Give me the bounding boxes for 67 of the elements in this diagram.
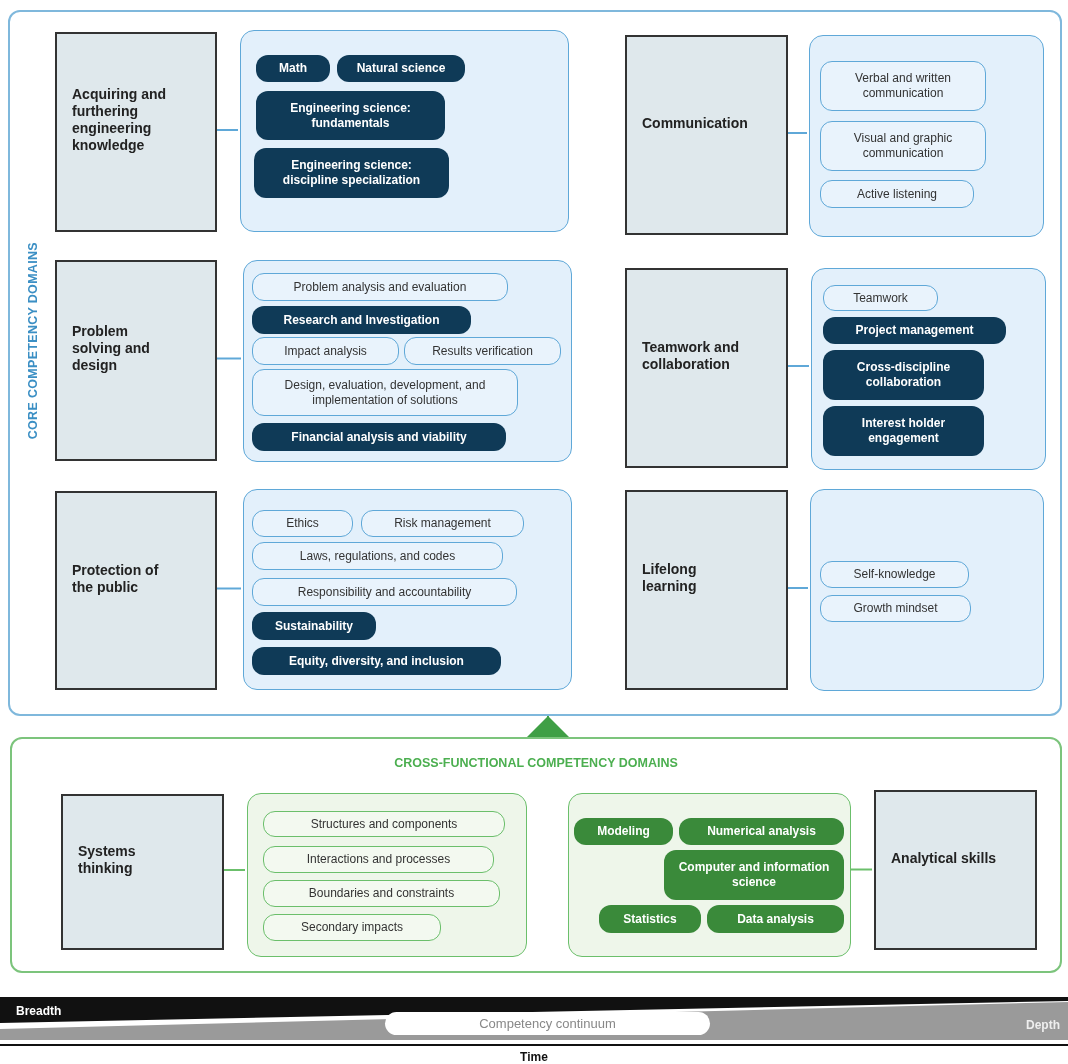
arrow [526,715,570,738]
competency-pill: Math [256,55,330,82]
competency-pill: Natural science [337,55,465,82]
domain-box [55,32,217,232]
domain-name: Communication [642,114,748,132]
competency-pill: Engineering science: discipline specialization [254,148,449,198]
skills-panel [247,793,527,957]
domain-box [625,35,788,235]
competency-pill: Modeling [574,818,673,845]
domain-box [61,794,224,950]
competency-pill: Self-knowledge [820,561,969,588]
competency-pill: Active listening [820,180,974,208]
competency-pill: Statistics [599,905,701,933]
domain-group-frame [8,10,1062,716]
axis-label: Time [520,1049,548,1064]
competency-pill: Boundaries and constraints [263,880,500,907]
competency-pill: Interest holder engagement [823,406,984,456]
competency-pill: Verbal and written communication [820,61,986,111]
domain-box [625,268,788,468]
competency-pill: Responsibility and accountability [252,578,517,606]
skills-panel [811,268,1046,470]
competency-pill: Ethics [252,510,353,537]
competency-pill: Structures and components [263,811,505,837]
domain-box [625,490,788,690]
domain-group-frame [10,737,1062,973]
competency-pill: Cross-discipline collaboration [823,350,984,400]
competency-pill: Growth mindset [820,595,971,622]
skills-panel [568,793,851,957]
skills-panel [243,489,572,690]
domain-name: Acquiring and furthering engineering knowledge [72,86,168,154]
competency-pill: Equity, diversity, and inclusion [252,647,501,675]
competency-pill: Data analysis [707,905,844,933]
scale-end-label: Breadth [16,1003,62,1020]
domain-box [55,260,217,461]
group-title: CORE COMPETENCY DOMAINS [25,242,41,440]
competency-pill: Engineering science: fundamentals [256,91,445,140]
domain-name: Protection of the public [72,561,160,596]
skills-panel [240,30,569,232]
competency-pill: Laws, regulations, and codes [252,542,503,570]
competency-pill: Teamwork [823,285,938,311]
competency-pill: Numerical analysis [679,818,844,845]
domain-box [55,491,217,690]
competency-pill: Project management [823,317,1006,344]
competency-pill: Impact analysis [252,337,399,365]
group-title: CROSS-FUNCTIONAL COMPETENCY DOMAINS [393,755,679,772]
competency-pill: Sustainability [252,612,376,640]
scale-end-label: Depth [1026,1017,1060,1034]
domain-name: Systems thinking [78,843,137,877]
competency-pill: Computer and information science [664,850,844,900]
competency-pill: Design, evaluation, development, and implementation of solutions [252,369,518,416]
competency-pill: Risk management [361,510,524,537]
domain-name: Problem solving and design [72,323,151,374]
domain-name: Lifelong learning [642,561,698,595]
competency-pill: Interactions and processes [263,846,494,873]
competency-pill: Financial analysis and viability [252,423,506,451]
skills-panel [809,35,1044,237]
continuum-pill: Competency continuum [385,1012,710,1035]
competency-pill: Visual and graphic communication [820,121,986,171]
competency-pill: Problem analysis and evaluation [252,273,508,301]
competency-pill: Research and Investigation [252,306,471,334]
domain-box [874,790,1037,950]
domain-name: Teamwork and collaboration [642,339,740,373]
competency-pill: Results verification [404,337,561,365]
domain-name: Analytical skills [891,849,997,867]
competency-pill: Secondary impacts [263,914,441,941]
skills-panel [810,489,1044,691]
skills-panel [243,260,572,462]
